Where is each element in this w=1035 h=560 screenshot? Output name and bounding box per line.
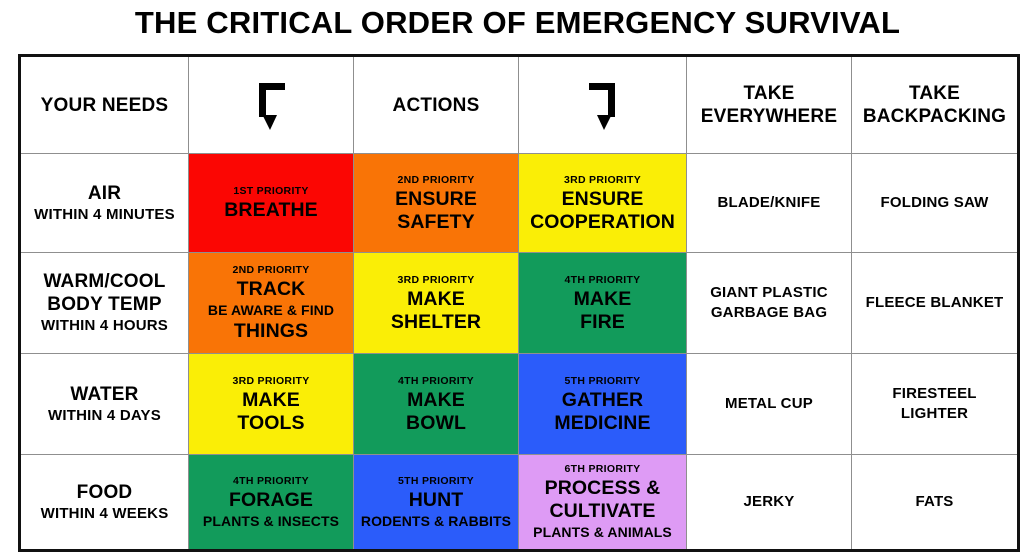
header-take-everywhere: TAKE EVERYWHERE bbox=[686, 55, 852, 154]
header-your-needs: YOUR NEEDS bbox=[19, 55, 189, 154]
action-title: BREATHE bbox=[224, 199, 318, 221]
header-arrow-right-cell bbox=[518, 55, 687, 154]
priority-label: 5TH PRIORITY bbox=[398, 474, 474, 487]
priority-label: 2ND PRIORITY bbox=[232, 264, 310, 276]
header-take-everywhere-line1: TAKE bbox=[743, 83, 795, 104]
priority-label: 6TH PRIORITY bbox=[564, 463, 641, 475]
header-take-backpacking-line2: BACKPACKING bbox=[862, 106, 1007, 127]
action-title: PROCESS &CULTIVATE bbox=[544, 477, 661, 522]
priority-label: 1ST PRIORITY bbox=[233, 185, 309, 197]
need-timeframe: WITHIN 4 WEEKS bbox=[40, 504, 169, 522]
action-subtitle: PLANTS & ANIMALS bbox=[533, 524, 672, 540]
action-cell: 4TH PRIORITY FORAGE PLANTS & INSECTS bbox=[188, 454, 354, 551]
take-backpacking-cell: FATS bbox=[851, 454, 1019, 551]
action-cell: 6TH PRIORITY PROCESS &CULTIVATE PLANTS &… bbox=[518, 454, 687, 551]
action-subtitle: BE AWARE & FIND bbox=[207, 302, 335, 318]
table-row: AIR WITHIN 4 MINUTES 1ST PRIORITY BREATH… bbox=[19, 153, 1019, 253]
need-cell: FOOD WITHIN 4 WEEKS bbox=[19, 454, 189, 551]
priority-label: 3RD PRIORITY bbox=[563, 173, 642, 186]
action-cell: 2ND PRIORITY TRACK BE AWARE & FIND THING… bbox=[188, 252, 354, 354]
need-cell: AIR WITHIN 4 MINUTES bbox=[19, 153, 189, 253]
action-title-2: THINGS bbox=[233, 320, 309, 342]
table-row: FOOD WITHIN 4 WEEKS 4TH PRIORITY FORAGE … bbox=[19, 454, 1019, 551]
take-backpacking-cell: FOLDING SAW bbox=[851, 153, 1019, 253]
need-timeframe: WITHIN 4 HOURS bbox=[41, 317, 168, 334]
priority-label: 4TH PRIORITY bbox=[398, 374, 474, 387]
action-subtitle: PLANTS & INSECTS bbox=[202, 512, 340, 529]
need-name: WATER bbox=[70, 383, 139, 405]
priority-label: 3RD PRIORITY bbox=[232, 374, 310, 387]
table-header-row: YOUR NEEDS ACTIONS bbox=[19, 55, 1019, 154]
action-title: FORAGE bbox=[228, 488, 314, 511]
need-name: FOOD bbox=[76, 481, 133, 503]
header-actions: ACTIONS bbox=[353, 55, 519, 154]
action-cell: 5TH PRIORITY HUNT RODENTS & RABBITS bbox=[353, 454, 519, 551]
take-backpacking-cell: FLEECE BLANKET bbox=[851, 252, 1019, 354]
header-take-backpacking: TAKE BACKPACKING bbox=[851, 55, 1019, 154]
action-subtitle: RODENTS & RABBITS bbox=[360, 512, 512, 529]
priority-label: 4TH PRIORITY bbox=[564, 273, 641, 286]
header-take-backpacking-line1: TAKE bbox=[908, 83, 961, 104]
page-title: THE CRITICAL ORDER OF EMERGENCY SURVIVAL bbox=[134, 5, 901, 40]
arrow-down-from-left-icon bbox=[189, 57, 353, 153]
priority-label: 3RD PRIORITY bbox=[397, 273, 475, 286]
take-everywhere-cell: JERKY bbox=[686, 454, 852, 551]
priority-label: 2ND PRIORITY bbox=[397, 173, 475, 186]
need-timeframe: WITHIN 4 MINUTES bbox=[34, 205, 175, 223]
take-everywhere-cell: BLADE/KNIFE bbox=[686, 153, 852, 253]
arrow-down-from-right-icon bbox=[519, 57, 686, 153]
need-cell: WATER WITHIN 4 DAYS bbox=[19, 353, 189, 455]
action-title: TRACK bbox=[236, 278, 306, 300]
header-take-everywhere-line2: EVERYWHERE bbox=[700, 106, 838, 127]
survival-priority-table: YOUR NEEDS ACTIONS bbox=[18, 54, 1020, 552]
action-cell: 1ST PRIORITY BREATHE bbox=[188, 153, 354, 253]
priority-label: 4TH PRIORITY bbox=[233, 474, 309, 487]
action-title: HUNT bbox=[408, 488, 464, 511]
priority-label: 5TH PRIORITY bbox=[564, 374, 641, 387]
need-name: AIR bbox=[87, 182, 122, 204]
take-everywhere-cell: METAL CUP bbox=[686, 353, 852, 455]
need-timeframe: WITHIN 4 DAYS bbox=[48, 406, 161, 424]
header-arrow-left-cell bbox=[188, 55, 354, 154]
